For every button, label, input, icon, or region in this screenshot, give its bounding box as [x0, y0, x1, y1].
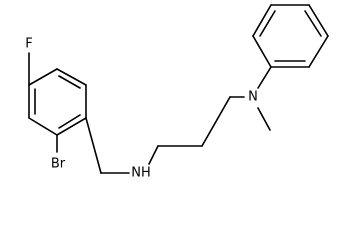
double-bond — [259, 10, 276, 37]
bond — [252, 4, 272, 37]
bond — [56, 117, 87, 136]
bond — [28, 68, 58, 86]
phenyl-ring — [252, 4, 329, 68]
bond-n-phenyl — [257, 66, 272, 89]
double-bond — [58, 114, 81, 129]
bond-n-methyl — [257, 107, 271, 131]
fluorobromophenyl-ring — [28, 68, 87, 136]
double-bond — [304, 10, 322, 37]
bond-nh-c1 — [148, 145, 159, 165]
double-bond — [58, 75, 81, 89]
bond — [28, 117, 58, 136]
bond — [308, 35, 329, 68]
bond-ring-ch2 — [85, 117, 102, 174]
bond — [308, 4, 329, 37]
atom-label-bromine: Br — [51, 157, 66, 172]
atom-label-nh: NH — [131, 166, 151, 181]
atom-label-fluorine: F — [25, 37, 32, 52]
bond — [56, 68, 87, 86]
bond — [252, 35, 272, 68]
bond-c2-c3 — [201, 96, 231, 147]
chemical-structure-diagram: F Br NH N — [25, 4, 329, 181]
atom-label-n: N — [248, 90, 258, 105]
